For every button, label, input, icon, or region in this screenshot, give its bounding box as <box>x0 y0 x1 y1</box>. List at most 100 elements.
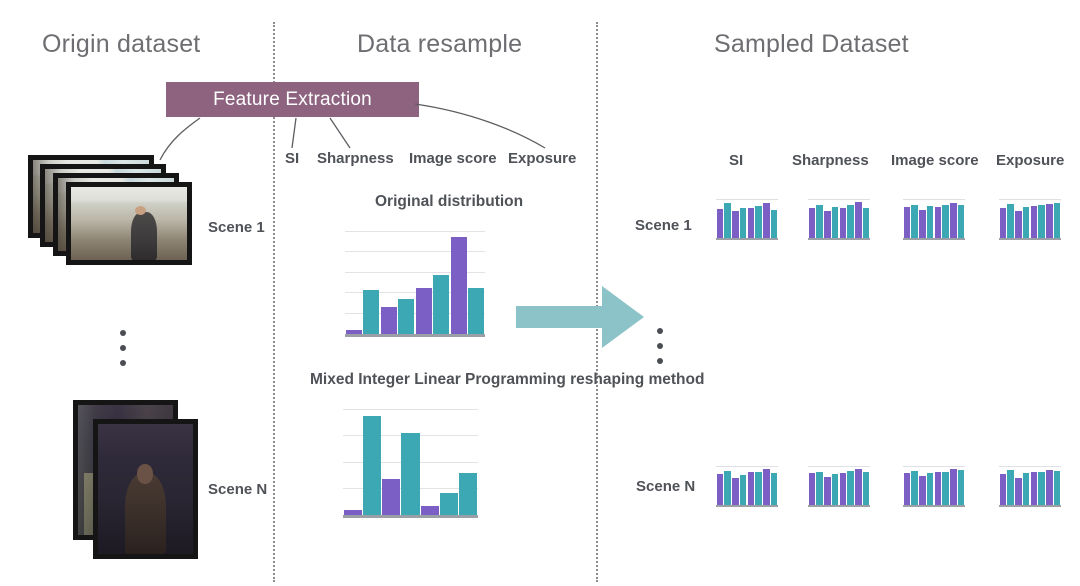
bar <box>755 471 762 505</box>
bar <box>926 473 934 505</box>
gridline <box>345 231 485 232</box>
bar <box>1053 470 1061 505</box>
bar <box>862 207 870 238</box>
gridline <box>999 466 1061 467</box>
bar <box>831 206 839 238</box>
mini-chart-scene1-si <box>716 199 778 240</box>
x-axis <box>903 238 965 240</box>
data-resample-title: Data resample <box>357 30 523 58</box>
gridline <box>716 199 778 200</box>
feature-label-si: SI <box>285 150 300 167</box>
bar <box>433 274 450 334</box>
gridline <box>345 271 485 273</box>
bar <box>934 206 942 238</box>
bar <box>855 202 862 238</box>
bar <box>847 470 854 505</box>
bar <box>999 207 1007 238</box>
bar <box>824 476 831 505</box>
bar <box>934 472 942 505</box>
bar <box>732 477 739 505</box>
bar <box>1030 472 1038 505</box>
mini-chart-scenen-exposure <box>999 466 1061 507</box>
bar <box>808 208 816 238</box>
x-axis <box>999 505 1061 507</box>
bar <box>1022 206 1030 238</box>
sampled-dataset-title: Sampled Dataset <box>714 30 909 58</box>
bar <box>732 211 739 238</box>
origin-scene-1-label: Scene 1 <box>208 219 265 236</box>
sampled-scene-n-label: Scene N <box>636 478 696 495</box>
bar <box>755 206 762 238</box>
bar <box>747 207 755 238</box>
bar <box>1053 203 1061 238</box>
sampled-header-image-score: Image score <box>891 152 979 169</box>
feature-extraction-box[interactable]: Feature Extraction <box>166 82 419 117</box>
bar <box>1038 471 1045 505</box>
bar <box>808 473 816 505</box>
x-axis <box>716 505 778 507</box>
bar <box>1046 203 1053 238</box>
chart-milp-distribution <box>343 409 478 518</box>
gridline <box>345 292 485 294</box>
bar <box>770 473 778 505</box>
bar <box>816 205 823 238</box>
gridline <box>903 466 965 467</box>
feature-label-exposure: Exposure <box>508 150 577 167</box>
milp-title: Mixed Integer Linear Programming reshapi… <box>310 371 705 388</box>
feature-extraction-label: Feature Extraction <box>213 88 372 110</box>
bar <box>450 237 467 334</box>
mini-chart-scenen-image-score <box>903 466 965 507</box>
bar <box>1022 473 1030 505</box>
bar <box>950 469 957 505</box>
bar <box>763 203 770 238</box>
divider-resample-sampled <box>596 22 598 582</box>
bar <box>401 433 420 515</box>
bar <box>363 290 380 334</box>
bar <box>763 469 770 505</box>
bar <box>440 492 459 515</box>
origin-dataset-title: Origin dataset <box>42 30 201 58</box>
bar <box>747 472 755 505</box>
sampled-header-si: SI <box>729 152 744 169</box>
right-arrow-icon <box>516 286 644 348</box>
bar <box>362 416 381 515</box>
bar <box>816 471 823 505</box>
bar <box>862 472 870 505</box>
scene-n-photo-stack[interactable] <box>73 400 233 570</box>
bar <box>957 470 965 505</box>
bar <box>1038 205 1045 238</box>
bar <box>1007 203 1014 238</box>
bar <box>839 208 847 238</box>
bar <box>919 209 926 238</box>
bar <box>382 479 401 515</box>
bar <box>911 204 918 238</box>
sampled-vertical-ellipsis-icon <box>657 328 663 364</box>
bar <box>919 476 926 505</box>
gridline <box>343 409 478 410</box>
mini-chart-scene1-sharpness <box>808 199 870 240</box>
chart-original-distribution <box>345 231 485 337</box>
bar <box>380 307 397 334</box>
bar <box>739 208 747 238</box>
bar <box>1015 211 1022 238</box>
bar <box>1030 206 1038 238</box>
bar <box>855 469 862 505</box>
bar <box>824 210 831 238</box>
x-axis <box>716 238 778 240</box>
bar <box>911 470 918 505</box>
bar <box>716 209 724 238</box>
scene-1-photo-stack[interactable] <box>28 155 218 270</box>
bar <box>950 203 957 238</box>
bar <box>831 473 839 505</box>
origin-scene-n-label: Scene N <box>208 481 268 498</box>
bar <box>999 473 1007 505</box>
bar <box>345 329 362 334</box>
scene-1-photo-1 <box>66 182 192 265</box>
feature-label-image-score: Image score <box>409 150 497 167</box>
gridline <box>716 466 778 467</box>
gridline <box>345 251 485 253</box>
bar <box>415 288 432 334</box>
gridline <box>345 312 485 314</box>
gridline <box>808 199 870 200</box>
origin-vertical-ellipsis-icon <box>120 330 126 366</box>
